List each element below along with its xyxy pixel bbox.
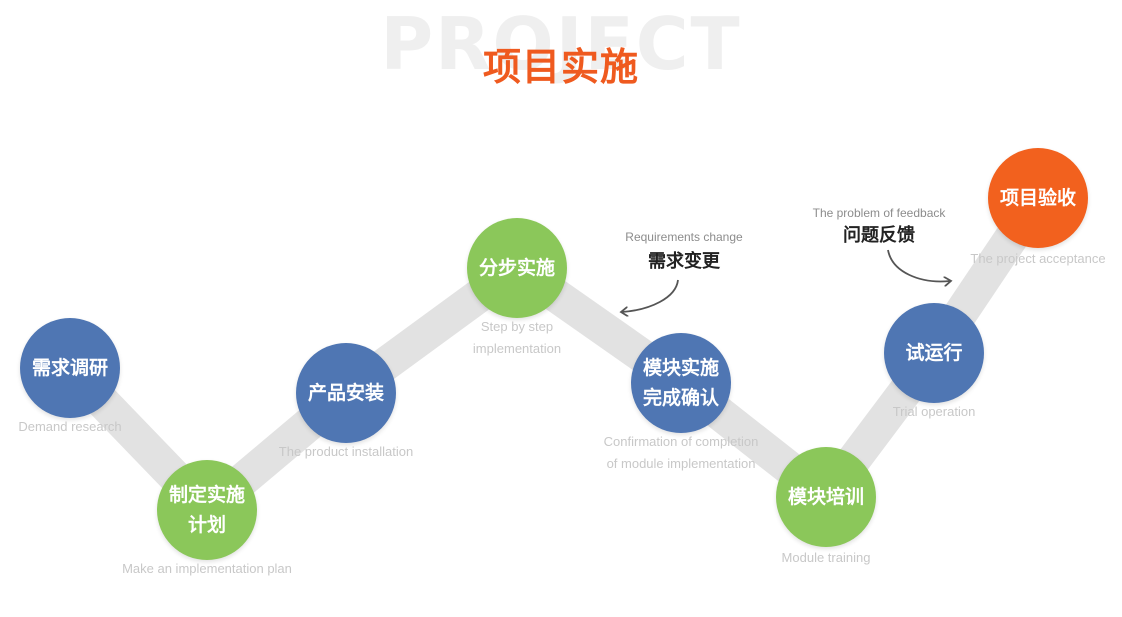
step-node-project-acceptance: 项目验收 [988,148,1088,248]
step-caption-implementation-plan: Make an implementation plan [122,561,292,576]
note-problem-feedback-cn: 问题反馈 [843,225,915,246]
step-caption-module-training: Module training [781,550,871,565]
page-title: 项目实施 [482,45,639,89]
step-caption-trial-operation: Trial operation [892,404,976,419]
requirements-change-arrow [622,279,679,312]
problem-feedback-arrow [887,249,950,281]
background-watermark-text: PROJECT [380,2,742,86]
note-requirements-change-en: Requirements change [625,230,743,244]
step-caption-product-installation: The product installation [278,444,414,459]
note-requirements-change-cn: 需求变更 [648,251,720,272]
step-caption-project-acceptance: The project acceptance [970,251,1106,266]
step-caption-step-by-step: Step by step implementation [472,319,562,356]
step-node-implementation-plan: 制定实施计划 [157,460,257,560]
step-node-trial-operation: 试运行 [884,303,984,403]
step-caption-module-confirmation: Confirmation of completion of module imp… [603,434,759,471]
step-node-module-training: 模块培训 [776,447,876,547]
step-node-demand-research: 需求调研 [20,318,120,418]
step-node-step-by-step: 分步实施 [467,218,567,318]
step-node-module-confirmation: 模块实施完成确认 [631,333,731,433]
note-problem-feedback-en: The problem of feedback [812,206,946,220]
step-caption-demand-research: Demand research [18,419,122,434]
step-node-product-installation: 产品安装 [296,343,396,443]
